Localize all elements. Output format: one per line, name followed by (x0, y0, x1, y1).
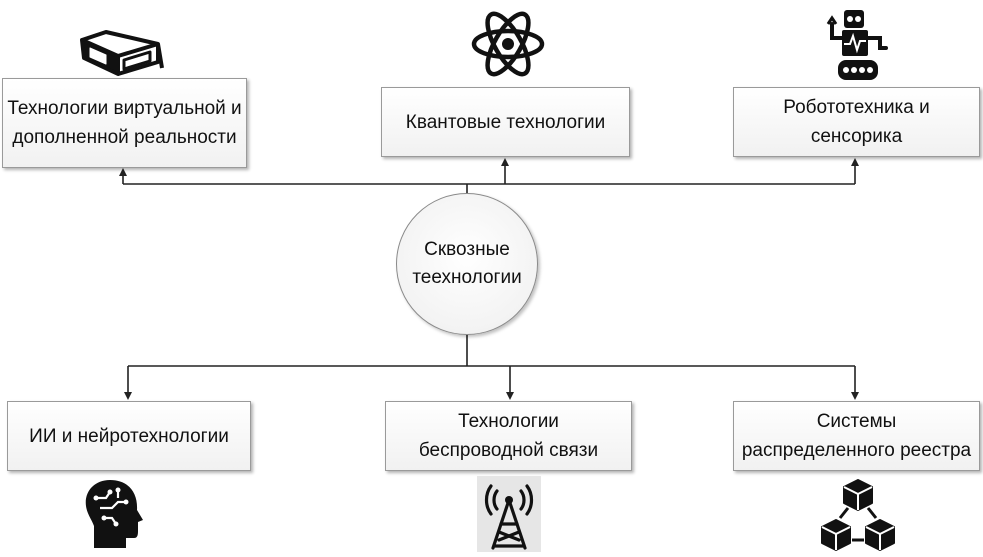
node-vr-ar: Технологии виртуальной и дополненной реа… (2, 78, 247, 168)
node-wireless-label: Технологии беспроводной связи (418, 411, 599, 461)
atom-icon (471, 11, 545, 77)
vr-glasses-icon (80, 30, 164, 76)
radio-tower-icon (477, 476, 541, 552)
node-ledger: Системы распределенного реестра (733, 401, 980, 471)
center-label-line2: теехнологии (412, 267, 522, 288)
center-node: Сквозные теехнологии (396, 193, 538, 335)
node-quantum-label: Квантовые технологии (405, 111, 606, 133)
center-label-line1: Сквозные (424, 239, 510, 260)
ai-head-icon (85, 480, 143, 548)
node-robotics: Робототехника и сенсорика (733, 87, 980, 157)
blockchain-cubes-icon (821, 479, 895, 551)
node-ai-label: ИИ и нейротехнологии (29, 425, 229, 447)
node-wireless: Технологии беспроводной связи (385, 401, 632, 471)
node-robotics-label: Робототехника и сенсорика (783, 97, 930, 147)
node-vr-ar-label: Технологии виртуальной и дополненной реа… (7, 98, 242, 148)
node-quantum: Квантовые технологии (381, 87, 630, 157)
node-ledger-label: Системы распределенного реестра (741, 411, 972, 461)
robot-icon (826, 10, 888, 80)
node-ai: ИИ и нейротехнологии (7, 401, 251, 471)
